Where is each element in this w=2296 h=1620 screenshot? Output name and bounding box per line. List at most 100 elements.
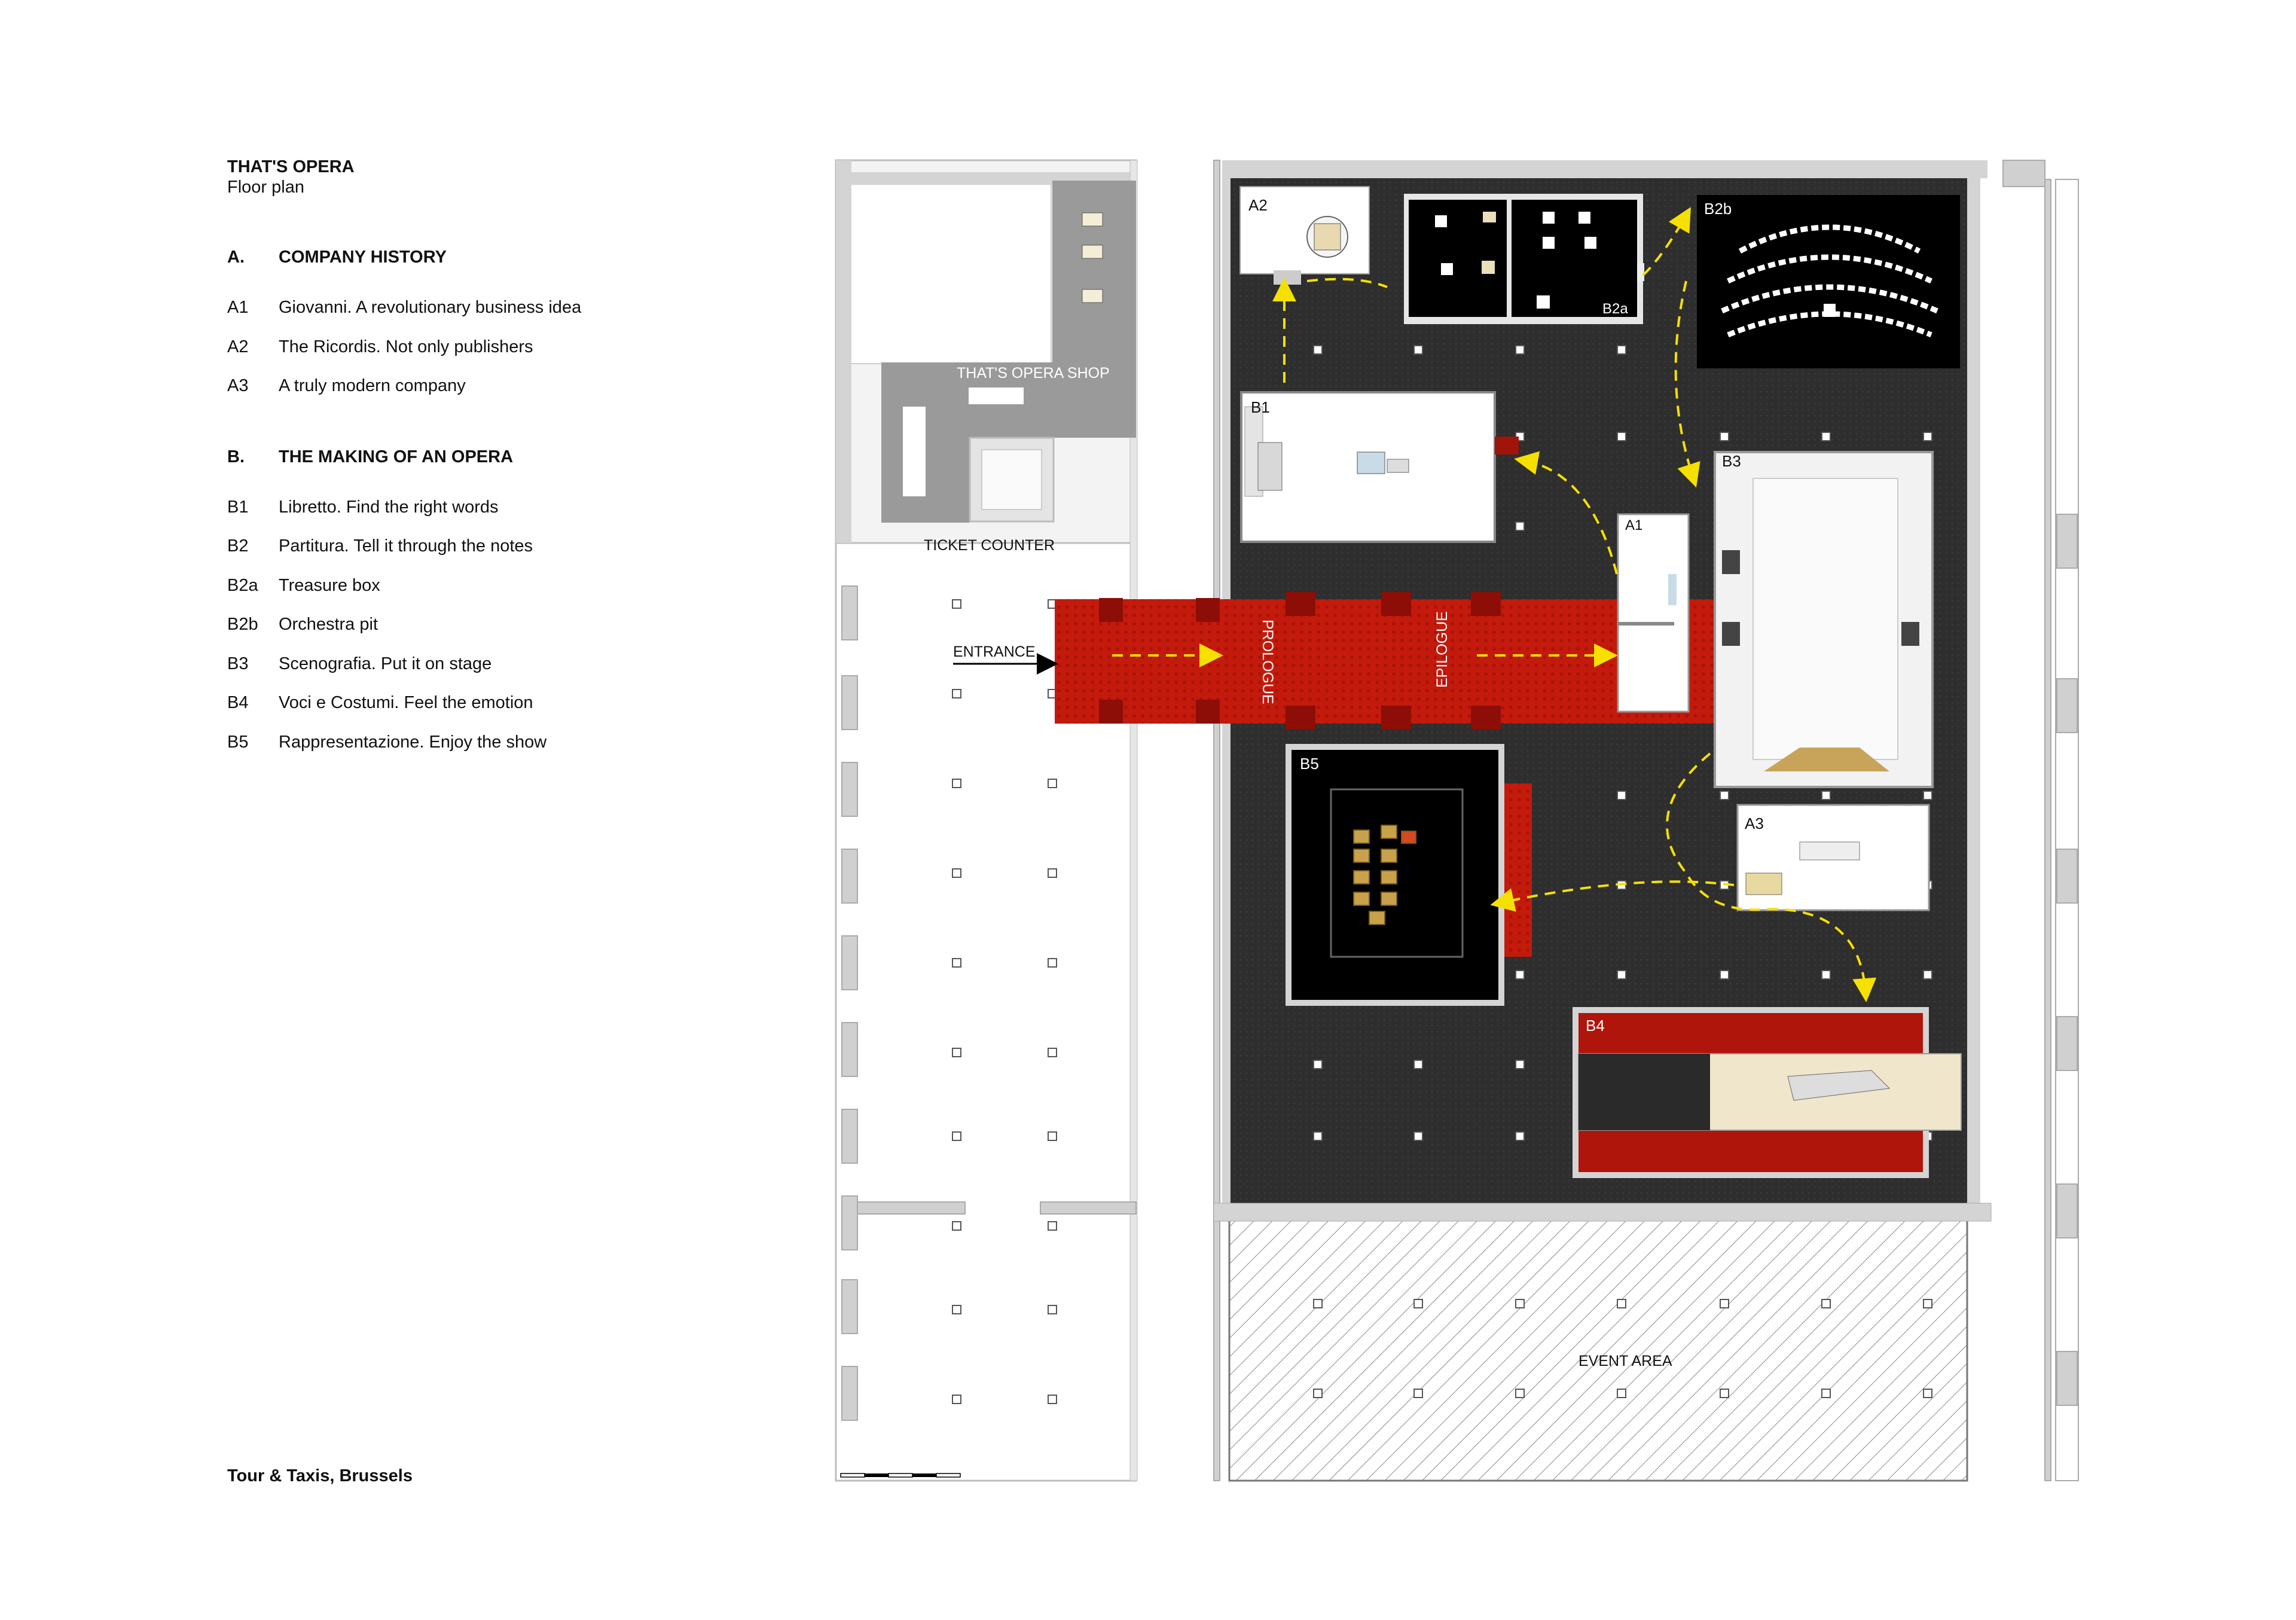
room-b2a: B2a [1404,194,1644,324]
room-b2a-label: B2a [1602,301,1628,317]
legend-code: B5 [227,732,249,752]
legend-item-b1: B1 Libretto. Find the right words [227,497,825,536]
grid-column-marker [1048,958,1057,968]
grid-column-marker [1821,1299,1831,1308]
section-b-label: THE MAKING OF AN OPERA [279,447,514,466]
legend-item-b4: B4 Voci e Costumi. Feel the emotion [227,692,825,732]
grid-column-marker [1313,1131,1323,1141]
section-b-items: B1 Libretto. Find the right words B2 Par… [227,497,825,771]
grid-column-marker [1617,1389,1626,1398]
right-building-walls [1213,160,2079,1481]
grid-column-marker [1515,521,1525,531]
legend-code: B1 [227,497,249,517]
grid-column-marker [1821,432,1831,441]
room-a3-label: A3 [1745,814,1764,832]
grid-column-marker [1313,1299,1323,1308]
grid-column-marker [1515,1060,1525,1069]
epilogue-label: EPILOGUE [1434,611,1451,688]
grid-column-marker [1617,1299,1626,1308]
room-b5-label: B5 [1300,755,1319,773]
legend-panel: THAT'S OPERA Floor plan A. COMPANY HISTO… [227,157,825,771]
legend-text: Voci e Costumi. Feel the emotion [279,693,533,712]
room-a2: A2 [1239,186,1370,285]
legend-item-b2: B2 Partitura. Tell it through the notes [227,536,825,575]
grid-column-marker [952,779,961,788]
room-b3-label: B3 [1722,452,1741,470]
legend-text: A truly modern company [279,376,466,395]
grid-column-marker [952,1395,961,1404]
plan-subtitle: Floor plan [227,178,304,197]
grid-column-marker [952,868,961,878]
grid-column-marker [1413,1299,1423,1308]
section-a-items: A1 Giovanni. A revolutionary business id… [227,297,825,415]
legend-item-b3: B3 Scenografia. Put it on stage [227,654,825,693]
grid-column-marker [1923,1389,1932,1398]
grid-column-marker [1048,868,1057,878]
grid-column-marker [1515,1131,1525,1141]
grid-column-marker [952,599,961,609]
grid-column-marker [1720,432,1729,441]
ticket-counter-label: TICKET COUNTER [924,537,1055,554]
scale-bar [840,1473,961,1478]
room-b1-label: B1 [1251,398,1270,416]
room-b4: B4 [1573,1007,1962,1178]
grid-column-marker [1515,970,1525,980]
grid-column-marker [1821,791,1831,800]
room-a2-label: A2 [1248,196,1268,214]
location-label: Tour & Taxis, Brussels [227,1466,413,1485]
prologue-label: PROLOGUE [1259,620,1276,704]
grid-column-marker [1515,345,1525,355]
grid-column-marker [952,1131,961,1141]
grid-column-marker [1048,1395,1057,1404]
legend-code: B4 [227,693,249,712]
grid-column-marker [1413,1389,1423,1398]
left-pillars [841,585,1137,1421]
grid-column-marker [1048,1131,1057,1141]
plan-title: THAT'S OPERA [227,157,355,176]
legend-text: Treasure box [279,575,380,595]
grid-column-marker [1923,1299,1932,1308]
legend-text: Orchestra pit [279,615,378,634]
grid-column-marker [1923,432,1932,441]
grid-column-marker [1515,1389,1525,1398]
section-a-key: A. [227,248,245,267]
grid-column-marker [1048,1221,1057,1231]
grid-column-marker [1413,1060,1423,1069]
legend-code: A3 [227,376,249,395]
legend-item-b5: B5 Rappresentazione. Enjoy the show [227,732,825,771]
legend-code: A1 [227,298,249,317]
grid-column-marker [1048,779,1057,788]
grid-column-marker [1515,1299,1525,1308]
grid-column-marker [1720,1389,1729,1398]
grid-column-marker [1720,1299,1729,1308]
legend-code: A2 [227,337,249,356]
section-b-heading: B. THE MAKING OF AN OPERA [227,447,825,467]
grid-column-marker [952,689,961,698]
grid-column-marker [1313,1389,1323,1398]
legend-text: Giovanni. A revolutionary business idea [279,298,582,317]
grid-column-marker [1313,1060,1323,1069]
grid-column-marker [1617,791,1626,800]
room-a1-label: A1 [1625,517,1642,533]
legend-code: B2 [227,536,249,556]
legend-item-b2a: B2a Treasure box [227,575,825,615]
grid-column-marker [1617,432,1626,441]
shop-label: THAT'S OPERA SHOP [957,365,1110,382]
grid-column-marker [1617,345,1626,355]
grid-column-marker [1413,345,1423,355]
grid-column-marker [952,958,961,968]
grid-column-marker [952,1305,961,1314]
grid-column-marker [1923,970,1932,980]
room-a1: A1 [1617,513,1690,713]
event-area-label: EVENT AREA [1578,1353,1672,1369]
room-a3: A3 [1736,804,1930,911]
room-b2b-label: B2b [1704,200,1732,218]
grid-column-marker [952,1221,961,1231]
room-b5: B5 [1286,744,1532,1006]
legend-code: B3 [227,654,249,673]
entrance-label: ENTRANCE [953,643,1036,660]
legend-text: Partitura. Tell it through the notes [279,536,533,556]
grid-column-marker [1821,1389,1831,1398]
visitor-path [1112,207,1877,1002]
